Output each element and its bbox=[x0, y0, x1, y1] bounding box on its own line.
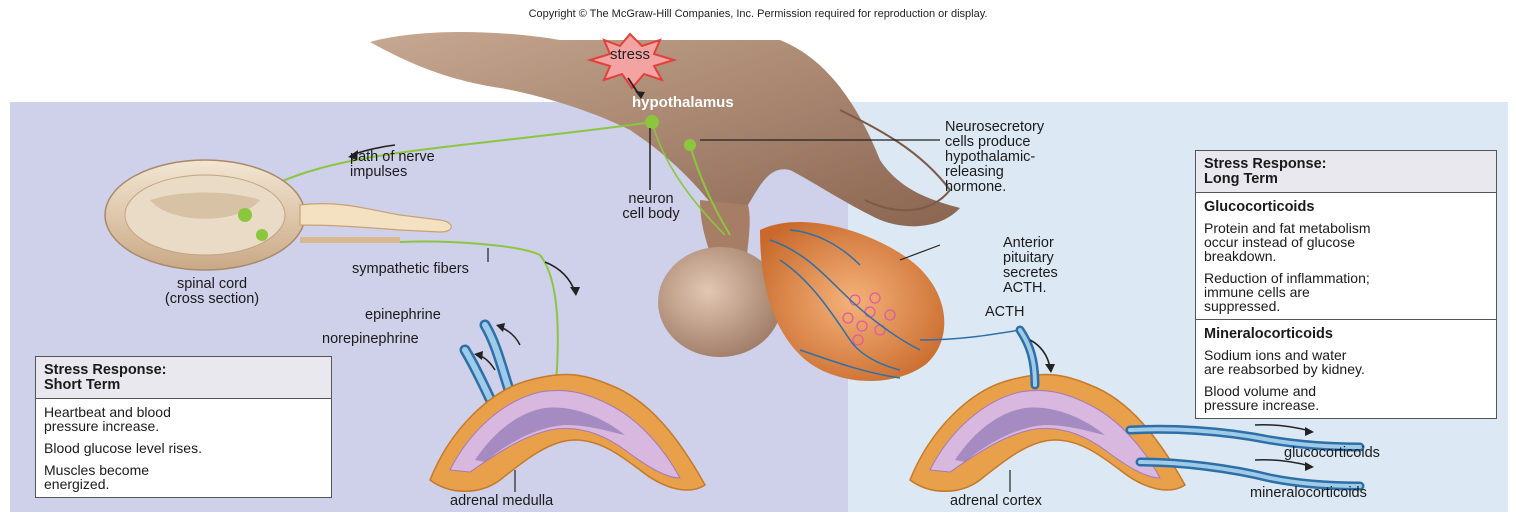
mineralocorticoids-output-label: mineralocorticoids bbox=[1250, 486, 1367, 501]
norepinephrine-label: norepinephrine bbox=[322, 332, 419, 347]
glucocorticoids-item: Protein and fat metabolism occur instead… bbox=[1204, 221, 1488, 263]
short-term-item: Heartbeat and blood pressure increase. bbox=[44, 405, 323, 433]
spinal-cord-label: spinal cord (cross section) bbox=[142, 277, 282, 307]
neuron-cell-body-label: neuron cell body bbox=[604, 192, 698, 222]
short-term-items: Heartbeat and blood pressure increase. B… bbox=[36, 399, 331, 497]
mineralocorticoids-item: Sodium ions and water are reabsorbed by … bbox=[1204, 348, 1488, 376]
acth-label: ACTH bbox=[985, 305, 1024, 320]
neurosecretory-label: Neurosecretory cells produce hypothalami… bbox=[945, 120, 1044, 195]
stress-label: stress bbox=[590, 46, 670, 63]
mineralocorticoids-item: Blood volume and pressure increase. bbox=[1204, 384, 1488, 412]
adrenal-cortex-label: adrenal cortex bbox=[950, 494, 1042, 509]
hypothalamus-label: hypothalamus bbox=[632, 94, 734, 111]
epinephrine-label: epinephrine bbox=[365, 308, 441, 323]
copyright-notice: Copyright © The McGraw-Hill Companies, I… bbox=[0, 8, 1516, 20]
anterior-pituitary-label: Anterior pituitary secretes ACTH. bbox=[1003, 236, 1058, 296]
short-term-response-box: Stress Response: Short Term Heartbeat an… bbox=[35, 356, 332, 498]
long-term-title: Stress Response: Long Term bbox=[1196, 151, 1496, 193]
sympathetic-fibers-label: sympathetic fibers bbox=[352, 262, 469, 277]
path-of-nerve-impulses-label: path of nerve impulses bbox=[350, 150, 435, 180]
mineralocorticoids-title: Mineralocorticoids bbox=[1204, 326, 1488, 342]
long-term-response-box: Stress Response: Long Term Glucocorticoi… bbox=[1195, 150, 1497, 419]
glucocorticoids-title: Glucocorticoids bbox=[1204, 199, 1488, 215]
short-term-item: Muscles become energized. bbox=[44, 463, 323, 491]
glucocorticoids-section: Glucocorticoids Protein and fat metaboli… bbox=[1196, 193, 1496, 319]
mineralocorticoids-section: Mineralocorticoids Sodium ions and water… bbox=[1196, 319, 1496, 418]
glucocorticoids-output-label: glucocorticoids bbox=[1284, 446, 1380, 461]
short-term-item: Blood glucose level rises. bbox=[44, 441, 323, 455]
adrenal-medulla-label: adrenal medulla bbox=[450, 494, 553, 509]
short-term-title: Stress Response: Short Term bbox=[36, 357, 331, 399]
glucocorticoids-item: Reduction of inflammation; immune cells … bbox=[1204, 271, 1488, 313]
